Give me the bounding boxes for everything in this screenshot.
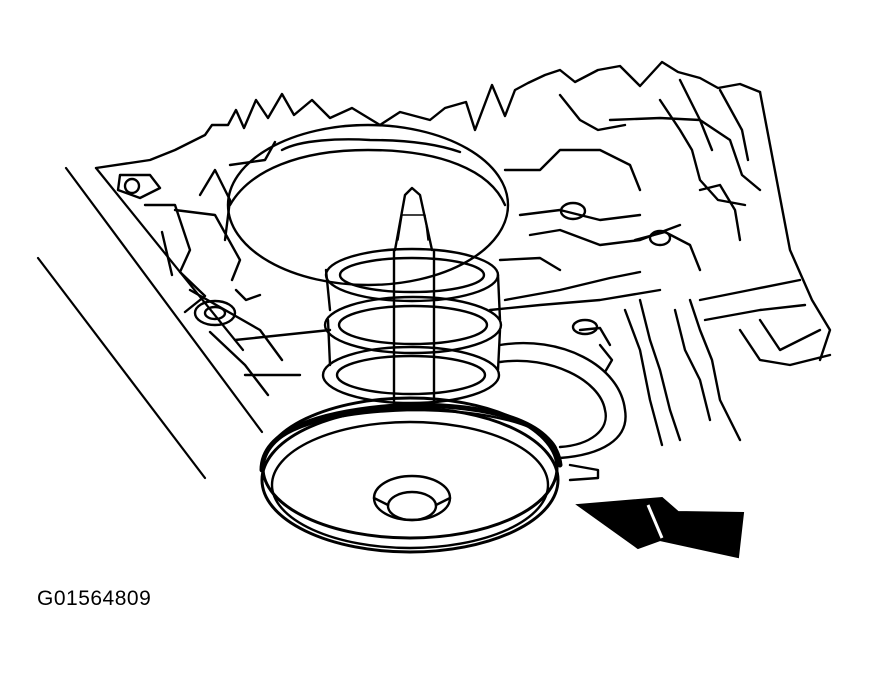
valve-body-casting (94, 60, 832, 482)
pointer-arrow (575, 496, 745, 559)
figure-id-label: G01564809 (37, 587, 152, 610)
accumulator-spring (321, 186, 503, 412)
accumulator-piston (259, 396, 563, 554)
